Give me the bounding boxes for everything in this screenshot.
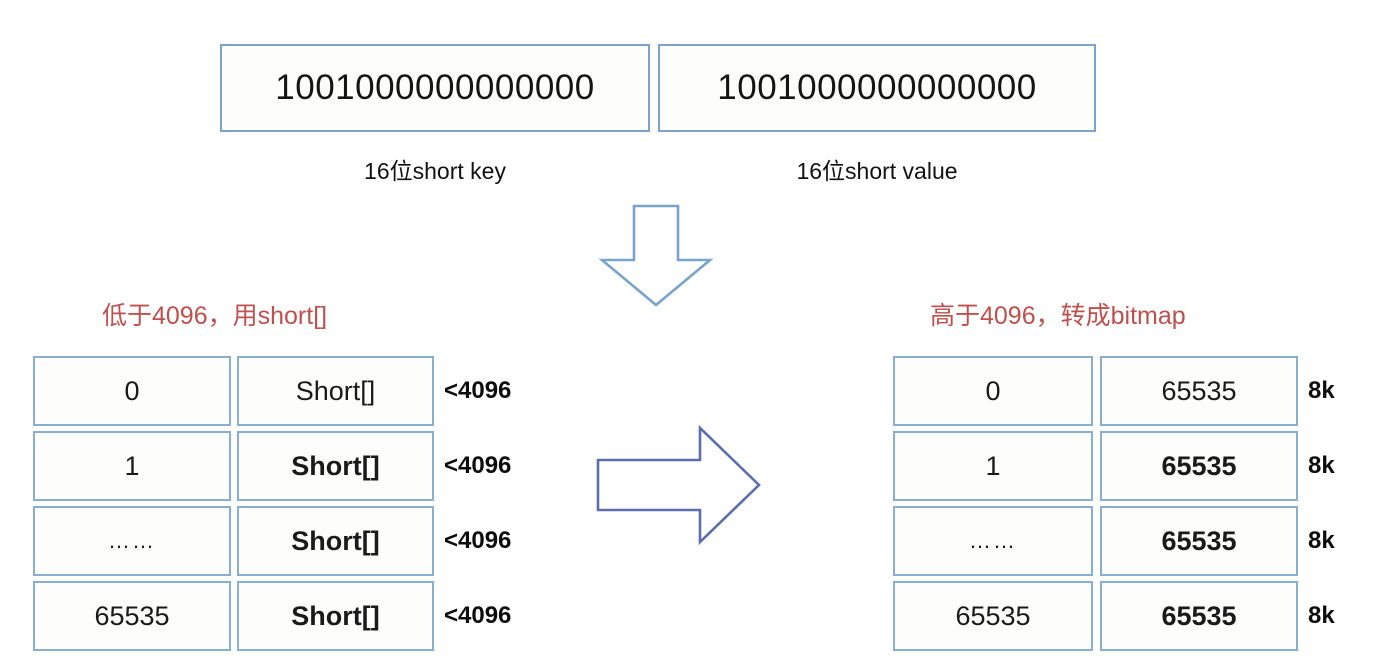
row-note-label: 8k xyxy=(1308,452,1335,479)
table-row: …… Short[] <4096 xyxy=(33,506,511,576)
down-arrow-icon xyxy=(596,204,716,308)
table-row: 1 Short[] <4096 xyxy=(33,431,511,501)
table-row: …… 65535 8k xyxy=(893,506,1335,576)
row-value-cell: Short[] xyxy=(237,431,434,501)
row-note-label: 8k xyxy=(1308,527,1335,554)
right-arrow-icon xyxy=(596,424,762,546)
row-note-label: <4096 xyxy=(444,377,512,404)
row-key-cell: 1 xyxy=(893,431,1093,501)
row-value-cell: Short[] xyxy=(237,581,434,651)
row-note-label: <4096 xyxy=(444,452,512,479)
table-row: 0 Short[] <4096 xyxy=(33,356,511,426)
row-value-cell: 65535 xyxy=(1100,581,1298,651)
row-key-cell: 0 xyxy=(893,356,1093,426)
short-key-caption: 16位short key xyxy=(364,158,506,184)
row-key-cell: 65535 xyxy=(893,581,1093,651)
row-note-label: 8k xyxy=(1308,602,1335,629)
short-value-caption: 16位short value xyxy=(796,158,958,184)
row-value-cell: Short[] xyxy=(237,356,434,426)
row-key-cell: 1 xyxy=(33,431,231,501)
table-row: 1 65535 8k xyxy=(893,431,1335,501)
row-value-cell: 65535 xyxy=(1100,356,1298,426)
short-array-table: 0 Short[] <4096 1 Short[] <4096 …… Short… xyxy=(33,356,511,651)
row-key-cell: …… xyxy=(893,506,1093,576)
row-note-label: <4096 xyxy=(444,527,512,554)
short-key-box: 1001000000000000 xyxy=(220,44,650,132)
row-value-cell: 65535 xyxy=(1100,431,1298,501)
bitmap-table: 0 65535 8k 1 65535 8k …… 65535 8k 65535 … xyxy=(893,356,1335,651)
short-value-box: 1001000000000000 xyxy=(658,44,1096,132)
right-section-heading: 高于4096，转成bitmap xyxy=(930,302,1186,330)
table-row: 65535 Short[] <4096 xyxy=(33,581,511,651)
row-note-label: 8k xyxy=(1308,377,1335,404)
short-value-bits: 1001000000000000 xyxy=(717,68,1037,107)
row-key-cell: …… xyxy=(33,506,231,576)
left-section-heading: 低于4096，用short[] xyxy=(102,302,328,330)
table-row: 65535 65535 8k xyxy=(893,581,1335,651)
short-key-bits: 1001000000000000 xyxy=(275,68,595,107)
row-key-cell: 65535 xyxy=(33,581,231,651)
row-value-cell: 65535 xyxy=(1100,506,1298,576)
table-row: 0 65535 8k xyxy=(893,356,1335,426)
row-value-cell: Short[] xyxy=(237,506,434,576)
row-note-label: <4096 xyxy=(444,602,512,629)
row-key-cell: 0 xyxy=(33,356,231,426)
